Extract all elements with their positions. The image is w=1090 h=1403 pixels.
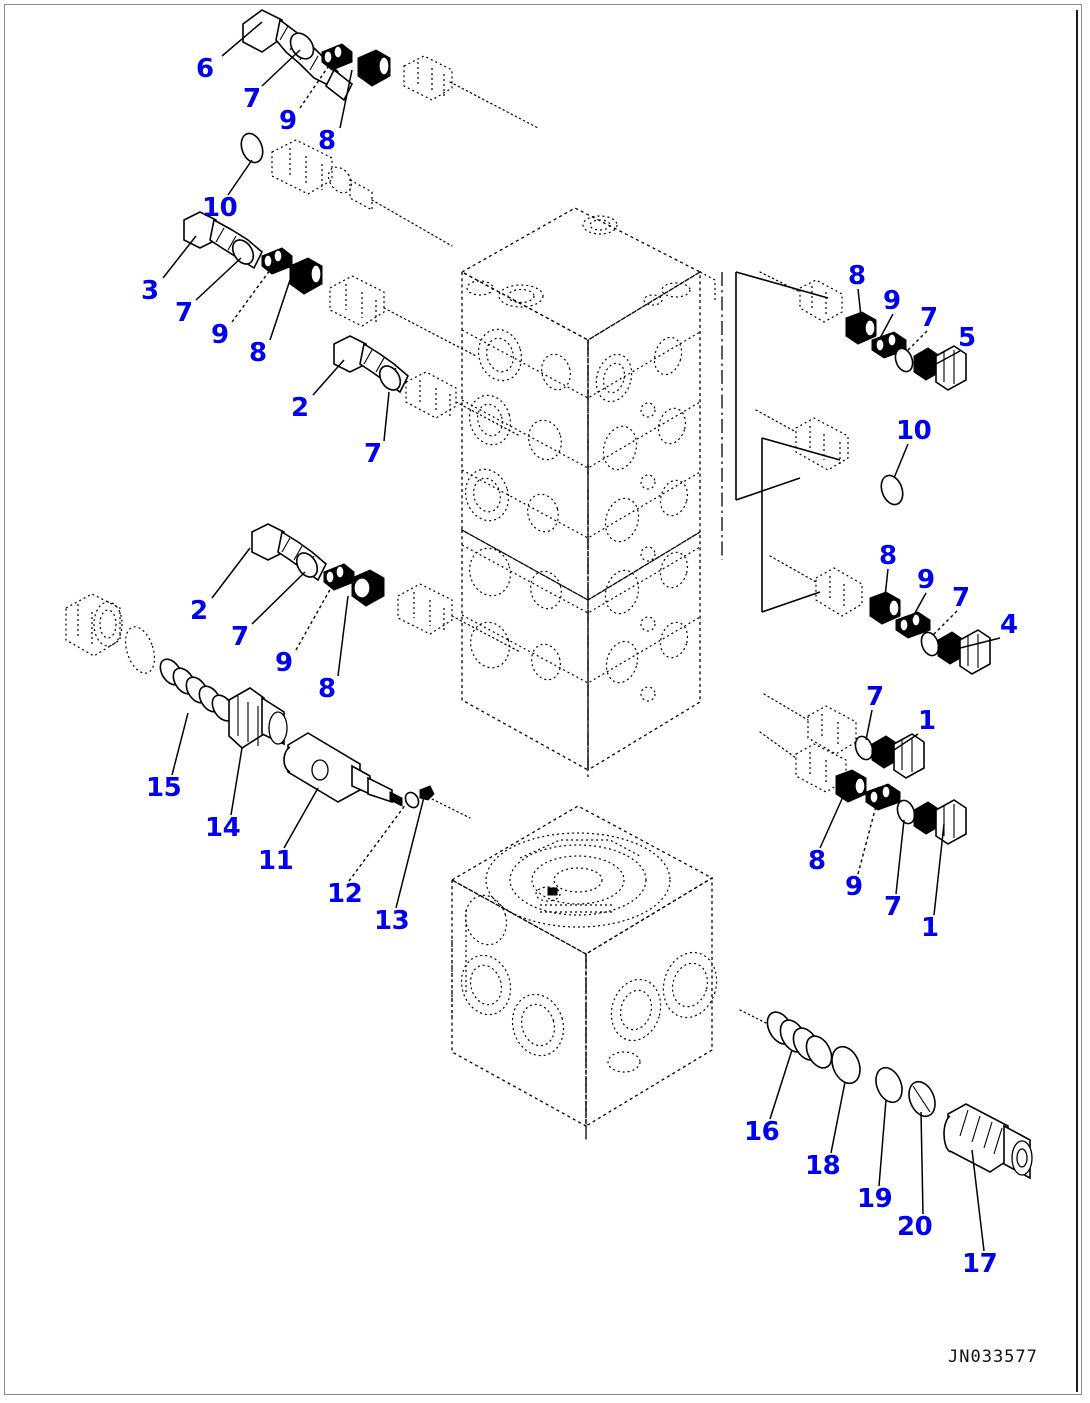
part-8-poppet-d xyxy=(845,288,877,345)
part-7-oring-a xyxy=(261,32,315,87)
part-12-oring-small xyxy=(348,791,420,882)
callout-8-a: 8 xyxy=(318,126,336,156)
part-8-poppet-a xyxy=(339,49,391,129)
callout-8-c: 8 xyxy=(318,674,336,704)
ghost-body-top-b xyxy=(271,139,453,247)
callout-16: 16 xyxy=(744,1117,780,1147)
ghost-body-left-a xyxy=(329,275,477,357)
ghost-plug-left xyxy=(65,593,156,674)
callout-6-a: 6 xyxy=(196,54,214,84)
part-9-seat-c xyxy=(295,563,355,651)
callout-13: 13 xyxy=(374,906,410,936)
part-7-oring-g xyxy=(854,709,874,761)
callout-12: 12 xyxy=(327,879,363,909)
callout-4: 4 xyxy=(1000,610,1018,640)
part-9-seat-f xyxy=(857,783,901,875)
callout-2-b: 2 xyxy=(190,596,208,626)
callout-7-e: 7 xyxy=(920,303,938,333)
callout-1-b: 1 xyxy=(921,913,939,943)
part-14-plug xyxy=(228,687,288,816)
callout-8-f: 8 xyxy=(808,846,826,876)
callout-11: 11 xyxy=(258,846,294,876)
part-9-seat-e xyxy=(895,592,931,639)
part-20-backup-ring xyxy=(908,1080,936,1215)
part-4-plug xyxy=(937,629,1001,675)
part-7-oring-c xyxy=(378,365,402,442)
part-1-plug-b xyxy=(913,799,967,916)
callout-9-b: 9 xyxy=(211,320,229,350)
callout-9-e: 9 xyxy=(917,565,935,595)
callout-8-e: 8 xyxy=(879,541,897,571)
callout-9-d: 9 xyxy=(883,286,901,316)
ghost-body-right-a xyxy=(759,271,843,323)
part-9-seat-a xyxy=(299,43,353,109)
part-19-oring xyxy=(875,1066,903,1187)
callout-7-a: 7 xyxy=(243,84,261,114)
callout-9-c: 9 xyxy=(275,648,293,678)
ghost-body-right-b xyxy=(755,409,849,471)
part-8-poppet-b xyxy=(269,257,323,341)
callout-10-b: 10 xyxy=(896,416,932,446)
part-8-poppet-e xyxy=(869,568,901,625)
callout-5: 5 xyxy=(958,323,976,353)
callout-9-a: 9 xyxy=(279,106,297,136)
callout-18: 18 xyxy=(805,1151,841,1181)
callout-7-h: 7 xyxy=(884,892,902,922)
part-9-seat-b xyxy=(231,247,293,323)
callout-3-a: 3 xyxy=(141,276,159,306)
callout-9-f: 9 xyxy=(845,872,863,902)
part-10-oring-a xyxy=(227,132,264,196)
callout-17: 17 xyxy=(962,1249,998,1279)
callout-7-d: 7 xyxy=(231,622,249,652)
part-1-plug-a xyxy=(871,733,925,779)
ghost-body-right-e xyxy=(759,731,847,793)
part-5-plug xyxy=(913,345,967,391)
part-15-spring xyxy=(159,658,235,776)
part-7-oring-b xyxy=(195,239,255,301)
ghost-body-top-a xyxy=(403,55,539,129)
part-8-poppet-f xyxy=(819,769,867,849)
part-13-ball xyxy=(395,785,435,909)
callout-8-b: 8 xyxy=(249,338,267,368)
callout-20: 20 xyxy=(897,1212,933,1242)
drawing-number: JN033577 xyxy=(948,1347,1038,1367)
ghost-body-left-b xyxy=(405,371,521,437)
part-10-oring-b xyxy=(880,443,909,506)
callout-7-b: 7 xyxy=(175,298,193,328)
callout-7-g: 7 xyxy=(866,682,884,712)
part-16-spring xyxy=(766,1011,833,1120)
callout-8-d: 8 xyxy=(848,261,866,291)
callout-10-a: 10 xyxy=(202,193,238,223)
callout-19: 19 xyxy=(857,1184,893,1214)
reference-plane-lines xyxy=(735,271,841,613)
callout-1-a: 1 xyxy=(918,706,936,736)
callout-7-f: 7 xyxy=(952,583,970,613)
ghost-body-mid-left xyxy=(397,583,521,653)
part-7-oring-d xyxy=(251,552,319,625)
main-valve-body-upper xyxy=(460,207,723,780)
callout-15: 15 xyxy=(146,773,182,803)
part-7-oring-h xyxy=(895,799,916,895)
part-11-spool xyxy=(283,732,403,849)
callout-14: 14 xyxy=(205,813,241,843)
part-18-oring xyxy=(830,1045,861,1154)
part-17-valve-cartridge xyxy=(943,1103,1033,1252)
ghost-body-right-d xyxy=(763,693,857,755)
main-valve-body-lower xyxy=(450,805,718,1140)
ghost-body-right-c xyxy=(769,555,863,617)
callout-2-a: 2 xyxy=(291,393,309,423)
part-8-poppet-c xyxy=(337,569,385,677)
callout-7-c: 7 xyxy=(364,439,382,469)
part-7-oring-e xyxy=(894,330,928,373)
